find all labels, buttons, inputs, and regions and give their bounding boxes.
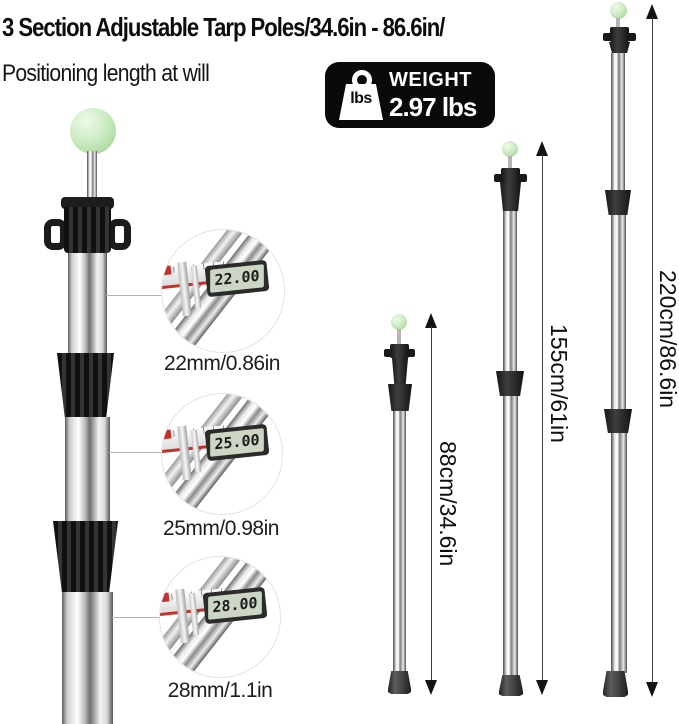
pole-a-rod [397, 329, 401, 346]
weight-value: 2.97 lbs [389, 92, 477, 122]
pole-tip-ball [70, 108, 116, 154]
height-label-88cm: 88cm/34.6in [435, 441, 461, 567]
weight-icon-body [339, 84, 383, 120]
pole-c-shaft-2 [611, 215, 626, 411]
caliper-display: 25.00 [204, 423, 270, 462]
arrow-a-bottom [425, 680, 437, 695]
pole-c-rod [616, 18, 620, 29]
callout-line-3 [112, 617, 160, 618]
callout-line-2 [109, 452, 162, 453]
caliper-reading: 28.00 [208, 591, 262, 620]
pole-c-foot [603, 671, 628, 697]
pole-a-foot [388, 671, 411, 694]
caliper-logo-mark [162, 429, 172, 440]
pole-b-cap [501, 168, 520, 182]
callout-line-1 [106, 295, 162, 296]
caliper-circle-25mm: 25.00 [161, 393, 283, 515]
caliper-logo-mark [162, 265, 172, 276]
pole-b-collar-top [500, 182, 521, 211]
diameter-label-2: 25mm/0.98in [163, 517, 279, 540]
page-subtitle: Positioning length at will [2, 60, 210, 87]
pole-cap-lip [61, 197, 114, 209]
pole-collar-2 [53, 521, 118, 594]
height-label-220cm: 220cm/86.6in [655, 270, 679, 409]
pole-b-ball [502, 141, 518, 157]
weight-badge: lbs WEIGHT 2.97 lbs [325, 62, 495, 128]
weight-unit-label: lbs [350, 90, 372, 107]
pole-b-shaft-2 [503, 396, 518, 677]
pole-a-shaft [393, 411, 406, 673]
pole-c-collar-top [609, 42, 630, 53]
caliper-display: 22.00 [204, 259, 270, 298]
height-label-155cm: 155cm/61in [546, 324, 572, 443]
caliper-reading: 25.00 [210, 428, 264, 457]
arrow-b-line [542, 154, 543, 682]
pole-c-collar-2 [604, 409, 632, 433]
diameter-label-3: 28mm/1.1in [167, 679, 273, 702]
diameter-label-1: 22mm/0.86in [164, 352, 280, 375]
arrow-c-line [652, 17, 653, 683]
page-title: 3 Section Adjustable Tarp Poles/34.6in -… [2, 12, 445, 42]
pole-c-shaft-1 [611, 53, 625, 192]
pole-c-shaft-3 [611, 433, 627, 673]
pole-a-collar-2 [388, 384, 412, 411]
pole-a-ball [391, 314, 407, 330]
arrow-a-line [431, 326, 432, 682]
arrow-c-top [646, 4, 658, 19]
pole-section-1 [68, 253, 107, 355]
pole-tip-rod [87, 151, 97, 201]
pole-c-ball [610, 2, 627, 19]
pole-a-collar-1 [392, 358, 408, 384]
pole-left-loop [44, 219, 67, 250]
pole-section-2 [65, 417, 110, 523]
arrow-b-top [536, 141, 548, 156]
pole-b-shaft-1 [503, 211, 517, 373]
caliper-reading: 22.00 [210, 264, 264, 293]
pole-b-collar-mid [496, 371, 524, 396]
pole-c-collar-1 [605, 190, 631, 215]
arrow-a-top [425, 313, 437, 328]
pole-b-foot [499, 675, 523, 696]
caliper-display: 28.00 [202, 586, 268, 625]
pole-b-rod [508, 156, 512, 170]
pole-cap-body [64, 207, 111, 253]
caliper-circle-28mm: 28.00 [159, 556, 281, 678]
pole-collar-1 [57, 353, 114, 419]
arrow-b-bottom [536, 680, 548, 695]
caliper-circle-22mm: 22.00 [161, 229, 285, 353]
caliper-logo-mark [160, 592, 170, 603]
pole-a-cap [390, 344, 409, 358]
weight-icon: lbs [339, 70, 383, 120]
pole-right-loop [108, 219, 131, 250]
weight-label: WEIGHT [389, 69, 472, 91]
pole-c-cap [610, 27, 629, 42]
pole-section-3 [62, 592, 113, 724]
arrow-c-bottom [646, 682, 658, 697]
